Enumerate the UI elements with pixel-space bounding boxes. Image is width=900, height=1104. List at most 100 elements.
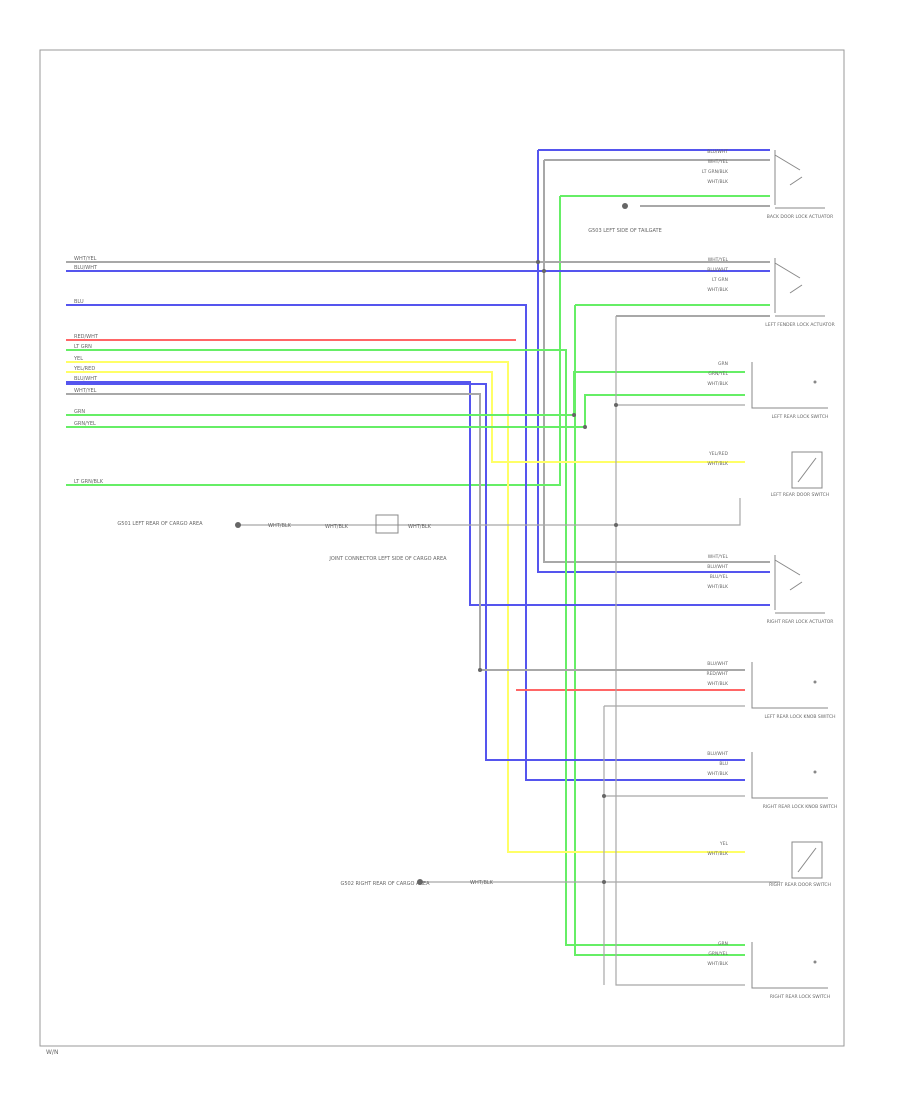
wire-green [66, 349, 745, 946]
wire-gray [615, 316, 745, 986]
splice-dot [417, 879, 423, 885]
component-label: BACK DOOR LOCK ACTUATOR [767, 214, 833, 220]
splice-dot [542, 269, 546, 273]
ground-wire-label: WHT/BLK [470, 880, 494, 886]
pin-label: WHT/YEL [708, 257, 729, 263]
wire-blue [66, 304, 745, 781]
wire-label: GRN [74, 409, 85, 415]
wire-green [574, 305, 745, 956]
ground-label: G503 LEFT SIDE OF TAILGATE [588, 228, 662, 234]
pin-label: WHT/YEL [708, 554, 729, 560]
pin-label: BLU/WHT [707, 267, 728, 273]
wire-label: WHT/YEL [74, 388, 97, 394]
component-label: LEFT REAR DOOR SWITCH [771, 492, 829, 498]
pin-label: WHT/BLK [707, 381, 729, 387]
splice-dot [536, 260, 540, 264]
wire-label: BLU/WHT [74, 376, 98, 382]
contact-dot [813, 680, 817, 684]
pin-label: BLU/WHT [707, 661, 728, 667]
pin-label: WHT/BLK [707, 681, 729, 687]
pin-label: WHT/BLK [707, 287, 729, 293]
pin-label: BLU/WHT [707, 564, 728, 570]
switch-box [751, 662, 828, 709]
pin-label: RED/WHT [706, 671, 728, 677]
wire-green [66, 196, 561, 486]
switch-box [751, 752, 828, 799]
contact-dot [813, 380, 817, 384]
switch-box [751, 362, 828, 409]
splice-dot [602, 794, 606, 798]
pin-label: WHT/BLK [707, 461, 729, 467]
component-label: RIGHT REAR LOCK ACTUATOR [767, 619, 834, 625]
actuator-symbol [774, 150, 803, 205]
grounds: G501 LEFT REAR OF CARGO AREA WHT/BLK G50… [117, 228, 661, 887]
pin-label: WHT/BLK [707, 851, 729, 857]
wire-label: RED/WHT [74, 334, 99, 340]
pin-label: GRN/YEL [708, 371, 728, 377]
splice-dot [583, 425, 587, 429]
contact-dot [813, 770, 817, 774]
junction-wire-out: WHT/BLK [408, 524, 432, 530]
wire-label: GRN/YEL [74, 421, 96, 427]
components: BLU/WHT WHT/YEL LT GRN/BLK WHT/BLK BACK DOOR… [702, 149, 837, 1000]
ground-label: G501 LEFT REAR OF CARGO AREA [117, 521, 203, 527]
splice-dot [572, 413, 576, 417]
wire-blue [66, 381, 770, 606]
wires [66, 149, 780, 986]
pin-label: GRN [718, 941, 728, 947]
left-wire-labels: WHT/YEL BLU/WHT BLU RED/WHT LT GRN YEL YEL/RED… [73, 256, 104, 485]
switch-symbol [791, 841, 823, 879]
pin-label: YEL [719, 841, 729, 847]
component-back-door-actuator: BLU/WHT WHT/YEL LT GRN/BLK WHT/BLK BACK DOOR… [702, 149, 833, 220]
diagram-frame [39, 49, 845, 1047]
wire-gray [543, 160, 770, 563]
component-label: RIGHT REAR LOCK SWITCH [770, 994, 830, 1000]
pin-label: WHT/BLK [707, 961, 729, 967]
wire-yellow [66, 371, 745, 463]
splice-dot [614, 523, 618, 527]
junction-label: JOINT CONNECTOR LEFT SIDE OF CARGO AREA [328, 556, 447, 562]
splice-dot [614, 403, 618, 407]
actuator-symbol [774, 258, 803, 313]
pin-label: LT GRN [712, 277, 728, 283]
wire-label: YEL [73, 356, 83, 362]
wire-label: LT GRN [74, 344, 92, 350]
actuator-symbol [774, 555, 803, 610]
component-left-rear-lock-switch: GRN GRN/YEL WHT/BLK LEFT REAR LOCK SWITCH [707, 361, 828, 420]
wire-gray [66, 393, 745, 671]
component-label: LEFT FENDER LOCK ACTUATOR [765, 322, 834, 328]
wire-label: YEL/RED [73, 366, 95, 372]
footer-code: W/N [46, 1049, 58, 1056]
ground-label: G502 RIGHT REAR OF CARGO AREA [340, 881, 430, 887]
ground-wire-label: WHT/BLK [268, 523, 292, 529]
pin-label: WHT/BLK [707, 771, 729, 777]
contact-dot [813, 960, 817, 964]
pin-label: WHT/YEL [708, 159, 729, 165]
wire-label: BLU/WHT [74, 265, 98, 271]
splice-dot [235, 522, 241, 528]
component-label: RIGHT REAR DOOR SWITCH [769, 882, 831, 888]
wire-label: BLU [74, 299, 84, 305]
pin-label: BLU/WHT [707, 149, 728, 155]
pin-label: LT GRN/BLK [702, 169, 729, 175]
component-left-fender-actuator: WHT/YEL BLU/WHT LT GRN WHT/BLK LEFT FENDER L… [707, 257, 834, 328]
component-right-rear-door-switch: YEL WHT/BLK RIGHT REAR DOOR SWITCH [707, 841, 831, 888]
component-left-rear-lock-knob-switch: BLU/WHT RED/WHT WHT/BLK LEFT REAR LOCK KNOB… [706, 661, 835, 720]
pin-label: YEL/RED [708, 451, 729, 457]
splice-dot [622, 203, 628, 209]
pin-label: GRN [718, 361, 728, 367]
component-label: LEFT REAR LOCK KNOB SWITCH [764, 714, 835, 720]
switch-box [751, 942, 828, 989]
splice-dot [478, 668, 482, 672]
component-label: RIGHT REAR LOCK KNOB SWITCH [763, 804, 838, 810]
pin-label: WHT/BLK [707, 179, 729, 185]
wire-blue [537, 150, 770, 573]
splice-dot [602, 880, 606, 884]
component-label: LEFT REAR LOCK SWITCH [772, 414, 829, 420]
junction-connector [375, 514, 399, 534]
switch-contact [797, 847, 817, 873]
wire-label: LT GRN/BLK [74, 479, 104, 485]
pin-label: BLU/WHT [707, 751, 728, 757]
